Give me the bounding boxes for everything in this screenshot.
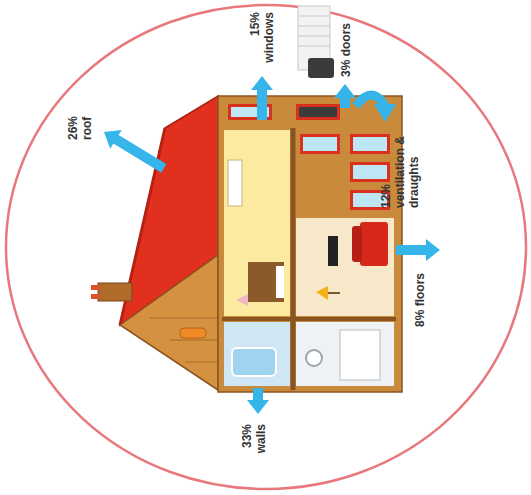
heat-arrow-head	[374, 104, 396, 122]
inner-wall	[222, 317, 396, 321]
bed	[248, 262, 284, 302]
bathroom	[224, 322, 290, 386]
gable-plank	[150, 318, 218, 319]
lamp	[316, 286, 328, 300]
frame-circle	[6, 5, 526, 489]
kitchen	[296, 322, 394, 386]
window-frame	[350, 162, 390, 182]
sofa-arm	[352, 226, 362, 262]
ladder-rung	[298, 46, 330, 47]
chimney-pot	[91, 285, 99, 290]
fridge	[340, 330, 380, 380]
door	[299, 107, 337, 117]
floor-slab	[291, 128, 296, 390]
vent-box	[308, 58, 334, 78]
window-frame	[296, 104, 340, 120]
heat-loss-label: 15% windows	[248, 12, 276, 68]
heat-arrow	[251, 76, 273, 120]
heat-arrow	[247, 388, 269, 414]
heat-loss-label: 8% floors	[413, 273, 427, 327]
bedroom	[224, 130, 290, 316]
pillow	[276, 266, 284, 298]
lamp	[236, 294, 248, 306]
lamp-stand	[328, 292, 340, 294]
window-frame	[300, 134, 340, 154]
chimney	[98, 283, 132, 301]
washing-machine	[306, 350, 322, 366]
wardrobe	[228, 160, 242, 206]
heat-loss-label: 3% doors	[339, 23, 353, 77]
gable-end	[120, 255, 218, 390]
window-glass	[303, 137, 337, 151]
ladder-rung	[298, 16, 330, 17]
window-frame	[350, 134, 390, 154]
heat-loss-label: 26% roof	[66, 100, 94, 140]
window-glass	[353, 165, 387, 179]
heat-arrow	[334, 84, 356, 108]
window-glass	[353, 137, 387, 151]
heat-arrow	[396, 239, 440, 261]
attic-pipe	[180, 328, 206, 338]
living-room	[296, 218, 394, 316]
chimney-pot	[91, 294, 99, 299]
heat-arrow	[104, 130, 166, 173]
sofa	[360, 222, 388, 266]
heat-loss-label: 12% ventilation & draughts	[379, 128, 421, 208]
tv	[328, 236, 338, 266]
ladder-rung	[298, 26, 330, 27]
gable-plank	[185, 362, 218, 363]
gable-plank	[170, 340, 218, 341]
house-wall	[218, 96, 402, 392]
bath	[232, 348, 276, 376]
heat-loss-label: 33% walls	[240, 424, 268, 468]
ladder-rung	[298, 36, 330, 37]
